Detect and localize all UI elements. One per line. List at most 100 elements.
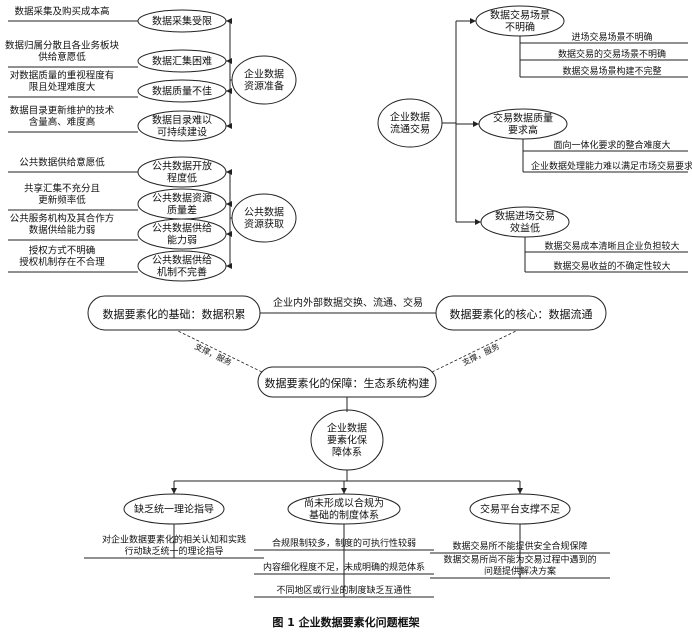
right-cluster: 企业数据流通交易数据交易场景不明确进场交易场景不明确数据交易的交易场景不明确数据… xyxy=(377,5,692,273)
support-label-left: 支撑，服务 xyxy=(193,341,233,368)
cause-detail: 不同地区或行业的制度缺乏互通性 xyxy=(276,584,411,596)
cause-node-label: 交易平台支撑不足 xyxy=(480,503,560,516)
cause-node-label: 公共数据供给 xyxy=(152,254,212,267)
hub-node-label: 公共数据 xyxy=(244,206,284,219)
arrow-head xyxy=(171,488,177,494)
hub-node-shape xyxy=(231,193,297,243)
arrow-head xyxy=(226,169,232,175)
hub-node-label: 企业数据 xyxy=(244,68,284,81)
cause-detail: 面向一体化要求的整合难度大 xyxy=(553,139,670,151)
cause-node: 缺乏统一理论指导 xyxy=(123,493,225,525)
cause-node-label: 公共数据资源 xyxy=(152,192,212,205)
cause-node-label: 交易数据质量 xyxy=(493,112,553,125)
arrow-head xyxy=(470,18,476,24)
cause-node-shape xyxy=(137,218,227,250)
support-link-right xyxy=(431,330,517,373)
cause-detail: 数据交易所尚不能为交易过程中遇到的 xyxy=(443,554,596,566)
cause-detail: 数据交易场景构建不完整 xyxy=(562,65,661,77)
cause-detail: 对企业数据要素化的相关认知和实践 xyxy=(102,534,246,546)
bottom-cluster: 企业数据要素化保障体系缺乏统一理论指导对企业数据要素化的相关认知和实践行动缺乏统… xyxy=(84,409,610,598)
cause-node: 数据汇集困难 xyxy=(137,49,227,73)
hub-node-label: 资源准备 xyxy=(244,80,284,93)
hub-node-label: 要素化保 xyxy=(327,434,367,447)
exchange-link-label: 企业内外部数据交换、流通、交易 xyxy=(273,296,423,309)
cause-node-label: 数据采集受限 xyxy=(152,15,212,28)
core-node-label: 数据要素化的核心：数据流通 xyxy=(450,307,593,321)
cause-detail: 数据归属分散且各业务板块 xyxy=(5,40,120,52)
middle-section: 数据要素化的基础：数据积累 数据要素化的核心：数据流通 数据要素化的保障：生态系… xyxy=(87,295,607,412)
guarantee-node-label: 数据要素化的保障：生态系统构建 xyxy=(265,376,430,390)
cause-node-label: 能力弱 xyxy=(167,234,197,247)
arrow-head xyxy=(226,18,232,24)
cause-node-label: 要求高 xyxy=(508,124,538,137)
hub-node-label: 流通交易 xyxy=(390,123,430,136)
arrow-head xyxy=(226,201,232,207)
cause-node-label: 可持续建设 xyxy=(157,126,207,139)
arrow-head xyxy=(473,121,479,127)
cause-detail: 对数据质量的重视程度有 xyxy=(10,70,115,82)
hub-node-label: 企业数据 xyxy=(327,422,367,435)
cause-node-label: 数据汇集困难 xyxy=(152,55,212,68)
cause-node-label: 数据目录难以 xyxy=(152,114,212,127)
left-top-cluster: 数据采集受限数据采集及购买成本高数据汇集困难数据归属分散且各业务板块供给意愿低数… xyxy=(5,5,297,142)
cause-detail: 数据目录更新维护的技术 xyxy=(10,105,115,117)
cause-node-label: 质量差 xyxy=(167,204,197,217)
cause-node-label: 基础的制度体系 xyxy=(309,509,379,522)
cause-detail: 数据交易所不能提供安全合规保障 xyxy=(452,540,587,552)
cause-detail: 数据交易的交易场景不明确 xyxy=(558,48,666,60)
cause-node: 交易平台支撑不足 xyxy=(469,493,571,525)
arrow-head xyxy=(475,219,481,225)
arrow-head xyxy=(226,263,232,269)
cause-detail: 含量高、难度高 xyxy=(29,116,96,128)
hub-node-label: 障体系 xyxy=(332,446,362,459)
hub-node-label: 企业数据 xyxy=(390,111,430,124)
cause-detail: 公共数据供给意愿低 xyxy=(19,156,105,168)
cause-node: 数据采集受限 xyxy=(137,9,227,33)
cause-node-label: 缺乏统一理论指导 xyxy=(134,503,214,516)
hub-node-label: 资源获取 xyxy=(244,218,284,231)
cause-detail: 行动缺乏统一的理论指导 xyxy=(124,545,223,557)
cause-detail: 授权方式不明确 xyxy=(29,245,96,257)
arrow-head xyxy=(226,88,232,94)
cause-detail: 问题提供解决方案 xyxy=(484,565,556,577)
cause-node: 数据质量不佳 xyxy=(137,79,227,103)
figure-caption: 图 1 企业数据要素化问题框架 xyxy=(272,615,419,629)
cause-node-label: 公共数据供给 xyxy=(152,222,212,235)
cause-node-label: 程度低 xyxy=(167,172,197,185)
support-label-right: 支撑，服务 xyxy=(461,341,501,368)
cause-detail: 内容细化程度不足，未成明确的规范体系 xyxy=(263,561,425,573)
cause-node-label: 公共数据开放 xyxy=(152,160,212,173)
cause-node-label: 数据交易场景 xyxy=(490,9,550,22)
cause-detail: 限且处理难度大 xyxy=(29,81,96,93)
cause-detail: 数据供给能力弱 xyxy=(29,224,96,236)
cause-node-label: 数据进场交易 xyxy=(495,210,555,223)
base-node-label: 数据要素化的基础：数据积累 xyxy=(103,307,246,321)
arrow-head xyxy=(226,231,232,237)
arrow-head xyxy=(226,58,232,64)
arrow-head xyxy=(226,123,232,129)
cause-detail: 数据采集及购买成本高 xyxy=(14,5,109,17)
hub-node-shape xyxy=(231,55,297,105)
cause-detail: 企业数据处理能力难以满足市场交易要求 xyxy=(531,160,692,172)
left-bottom-cluster: 公共数据开放程度低公共数据供给意愿低公共数据资源质量差共享汇集不充分且更新频率低… xyxy=(8,156,297,282)
cause-detail: 授权机制存在不合理 xyxy=(19,256,105,268)
cause-node-shape xyxy=(137,250,227,282)
cause-node-label: 不明确 xyxy=(505,21,535,34)
cause-node-shape xyxy=(137,49,227,73)
cause-node-label: 机制不完善 xyxy=(157,266,207,279)
cause-detail: 合规限制较多，制度的可执行性较弱 xyxy=(272,537,416,549)
